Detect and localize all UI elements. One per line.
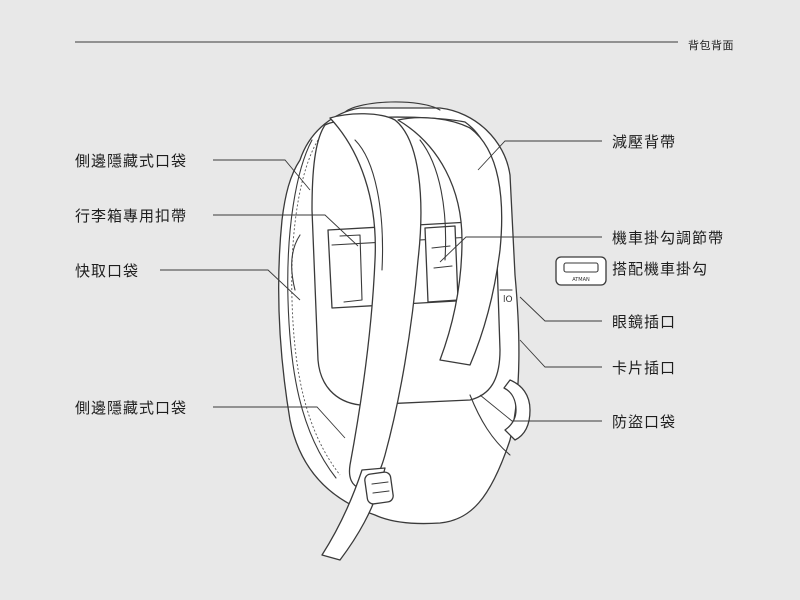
label-shoulder-strap: 減壓背帶 — [612, 133, 677, 151]
glasses-slot: lO — [499, 289, 513, 305]
scooter-hook-strap — [424, 225, 459, 303]
label-side-pocket-bottom: 側邊隱藏式口袋 — [75, 399, 188, 417]
page-title: 背包背面 — [688, 39, 734, 52]
lower-strap — [321, 467, 394, 561]
label-scooter-hook: 搭配機車掛勾 — [612, 260, 709, 278]
svg-text:lO: lO — [503, 295, 513, 305]
leader-lines — [160, 140, 602, 439]
label-card-slot: 卡片插口 — [612, 359, 677, 377]
scooter-hook-icon-text: ATMAN — [572, 277, 590, 283]
scooter-hook-icon: ATMAN — [555, 256, 607, 286]
label-scooter-hook-strap: 機車掛勾調節帶 — [612, 229, 725, 247]
side-strap — [503, 379, 531, 441]
label-side-pocket-top: 側邊隱藏式口袋 — [75, 152, 188, 170]
strap-buckle — [364, 471, 394, 505]
label-quick-pocket: 快取口袋 — [75, 262, 140, 280]
label-glasses-slot: 眼鏡插口 — [612, 313, 677, 331]
label-luggage-strap: 行李箱專用扣帶 — [75, 207, 188, 225]
label-anti-theft-pocket: 防盜口袋 — [612, 413, 677, 431]
quick-pocket — [291, 234, 301, 291]
anti-theft-pocket — [469, 394, 511, 456]
